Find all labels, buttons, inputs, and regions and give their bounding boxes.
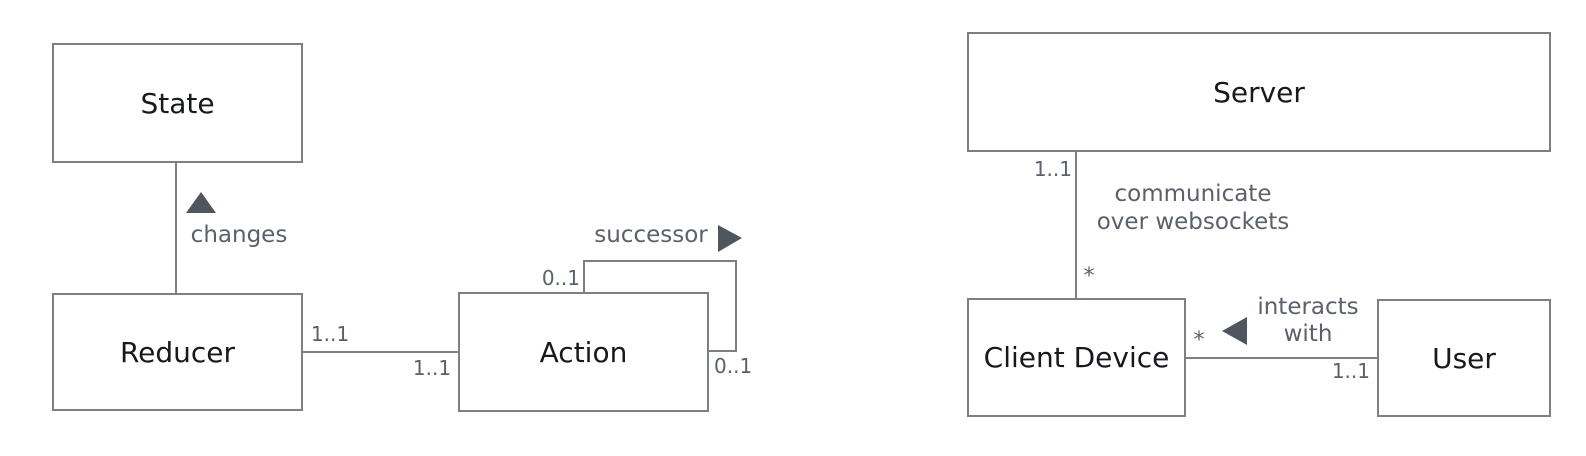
multiplicity-server-side: 1..1 bbox=[1033, 157, 1072, 181]
multiplicity-successor-source: 0..1 bbox=[541, 266, 580, 290]
class-server-box: Server bbox=[967, 32, 1551, 152]
class-user-box: User bbox=[1377, 299, 1551, 417]
edge-action-self-loop-top bbox=[583, 260, 737, 262]
edge-reducer-state-line bbox=[175, 163, 177, 293]
class-server-label: Server bbox=[1213, 75, 1305, 109]
multiplicity-client-side-right: * bbox=[1193, 328, 1205, 353]
edge-action-self-loop-right bbox=[735, 260, 737, 352]
edge-label-interacts: interacts with bbox=[1249, 294, 1367, 348]
class-state-box: State bbox=[52, 43, 303, 163]
class-action-box: Action bbox=[458, 292, 709, 412]
edge-label-successor: successor bbox=[594, 222, 708, 248]
multiplicity-reducer-side: 1..1 bbox=[310, 322, 350, 346]
class-client-device-box: Client Device bbox=[967, 298, 1186, 417]
multiplicity-successor-target: 0..1 bbox=[714, 354, 753, 378]
edge-client-user-line bbox=[1186, 357, 1377, 359]
edge-label-communicate: communicate over websockets bbox=[1078, 180, 1308, 236]
class-reducer-label: Reducer bbox=[119, 335, 236, 369]
up-triangle-icon bbox=[186, 192, 216, 213]
edge-reducer-action-line bbox=[303, 351, 458, 353]
class-user-label: User bbox=[1432, 341, 1496, 375]
edge-server-client-line bbox=[1075, 152, 1077, 298]
class-client-device-label: Client Device bbox=[983, 341, 1170, 374]
right-triangle-icon bbox=[718, 225, 742, 252]
edge-action-self-loop-left bbox=[583, 261, 585, 292]
class-action-label: Action bbox=[539, 335, 628, 369]
class-state-label: State bbox=[140, 86, 215, 120]
edge-action-self-loop-bottom bbox=[709, 350, 737, 352]
edge-label-communicate-line1: communicate bbox=[1114, 181, 1272, 207]
multiplicity-action-side: 1..1 bbox=[412, 356, 452, 380]
edge-label-communicate-line2: over websockets bbox=[1096, 209, 1290, 235]
class-reducer-box: Reducer bbox=[52, 293, 303, 411]
multiplicity-user-side: 1..1 bbox=[1331, 359, 1370, 383]
edge-label-changes: changes bbox=[190, 222, 288, 248]
edge-label-interacts-line1: interacts bbox=[1257, 294, 1359, 320]
multiplicity-client-side-top: * bbox=[1083, 264, 1095, 289]
edge-label-interacts-line2: with bbox=[1283, 321, 1333, 347]
left-triangle-icon bbox=[1222, 317, 1247, 345]
